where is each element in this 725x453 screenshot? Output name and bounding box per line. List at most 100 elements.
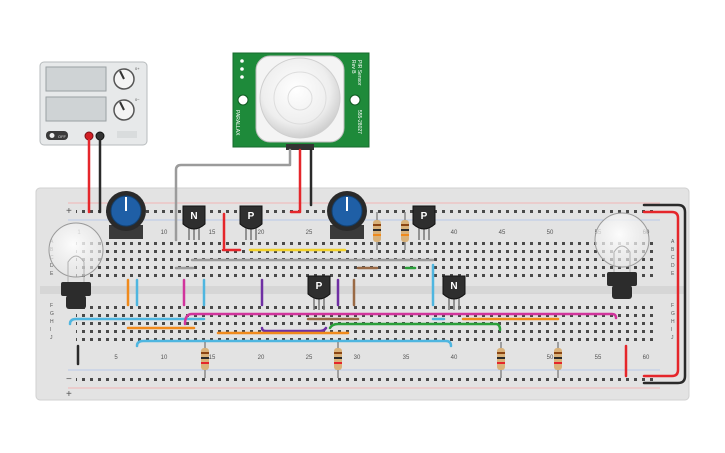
pir-pin-dot-2 bbox=[240, 67, 244, 71]
row-letter-right: B bbox=[671, 247, 675, 253]
transistor-body bbox=[182, 205, 206, 230]
voltage-knob-label: 0+ bbox=[135, 66, 140, 71]
column-number-top: 10 bbox=[161, 230, 168, 236]
resistor-6-band-3 bbox=[554, 362, 562, 364]
column-number-bottom: 10 bbox=[161, 355, 168, 361]
transistor-n[interactable]: N bbox=[182, 205, 206, 240]
wire-pir-vcc[interactable] bbox=[289, 148, 302, 214]
bottom-plus-symbol: + bbox=[66, 389, 72, 400]
resistor-3-band-1 bbox=[201, 352, 209, 354]
row-letter-right: J bbox=[671, 335, 674, 341]
pir-header-pins[interactable] bbox=[286, 144, 314, 150]
lamp-left[interactable] bbox=[48, 222, 104, 309]
current-display bbox=[45, 96, 107, 122]
row-letter-left: G bbox=[50, 311, 54, 317]
resistor-3[interactable] bbox=[201, 342, 209, 378]
pir-fresnel-dome bbox=[259, 57, 341, 139]
bottom-rail-holes[interactable] bbox=[76, 373, 656, 385]
row-letter-right: I bbox=[671, 327, 672, 333]
resistor-2[interactable] bbox=[401, 212, 409, 250]
transistor-body bbox=[442, 275, 466, 300]
transistor-p[interactable]: P bbox=[239, 205, 263, 240]
row-letter-right: A bbox=[671, 239, 675, 245]
row-letter-right: H bbox=[671, 319, 675, 325]
potentiometer-right[interactable] bbox=[327, 191, 367, 239]
column-number-top: 20 bbox=[258, 230, 265, 236]
resistor-1-band-2 bbox=[373, 229, 381, 231]
resistor-5-band-3 bbox=[497, 362, 505, 364]
wire-blue-left[interactable] bbox=[68, 317, 206, 326]
resistor-1-band-3 bbox=[373, 234, 381, 236]
column-number-bottom: 25 bbox=[306, 355, 313, 361]
power-supply[interactable]: 0+ 0− OFF bbox=[39, 61, 148, 146]
column-number-bottom: 55 bbox=[595, 355, 602, 361]
row-letter-right: D bbox=[671, 263, 675, 269]
lamp-right-filament bbox=[613, 245, 631, 273]
transistor-n[interactable]: N bbox=[442, 275, 466, 310]
column-number-top: 40 bbox=[451, 230, 458, 236]
wire-rail-power-bridge[interactable] bbox=[642, 210, 680, 378]
transistor-type-label: P bbox=[421, 211, 428, 222]
lower-terminal-holes[interactable] bbox=[76, 302, 656, 342]
column-number-bottom: 60 bbox=[643, 355, 650, 361]
wire-pir-signal[interactable] bbox=[174, 148, 292, 242]
wire-green-long[interactable] bbox=[328, 322, 502, 332]
pir-part-number: 555-28027 bbox=[356, 110, 362, 134]
resistor-2-band-2 bbox=[401, 229, 409, 231]
pir-pin-dot-1 bbox=[240, 59, 244, 63]
pir-pin-dot-3 bbox=[240, 75, 244, 79]
resistor-6-band-2 bbox=[554, 357, 562, 359]
wire-magenta-long[interactable] bbox=[183, 312, 618, 326]
row-letter-right: E bbox=[671, 271, 675, 277]
transistor-p[interactable]: P bbox=[412, 205, 436, 240]
transistor-body bbox=[239, 205, 263, 230]
row-letter-left: F bbox=[50, 303, 53, 309]
resistors bbox=[201, 212, 562, 378]
lamp-right-base bbox=[607, 272, 637, 286]
lamp-left-socket bbox=[66, 295, 86, 309]
column-number-top: 45 bbox=[499, 230, 506, 236]
column-number-bottom: 40 bbox=[451, 355, 458, 361]
row-letter-right: C bbox=[671, 255, 675, 261]
resistor-3-band-3 bbox=[201, 362, 209, 364]
wire-rail-ground-bridge[interactable] bbox=[642, 203, 687, 385]
current-knob-indicator bbox=[119, 101, 125, 111]
row-letter-left: H bbox=[50, 319, 54, 325]
pir-sensor[interactable]: PIR Sensor Rev B 555-28027 PARALLAX bbox=[232, 52, 370, 150]
column-number-bottom: 5 bbox=[114, 355, 118, 361]
resistor-3-band-2 bbox=[201, 357, 209, 359]
resistor-4-band-1 bbox=[334, 352, 342, 354]
resistor-4-band-2 bbox=[334, 357, 342, 359]
row-letter-left: J bbox=[50, 335, 53, 341]
wires bbox=[68, 138, 687, 385]
wire-purple-curve[interactable] bbox=[260, 326, 328, 333]
row-letter-left: I bbox=[50, 327, 51, 333]
transistor-p[interactable]: P bbox=[307, 275, 331, 310]
column-number-bottom: 15 bbox=[209, 355, 216, 361]
resistor-1[interactable] bbox=[373, 212, 381, 250]
row-letter-left: D bbox=[50, 263, 54, 269]
pir-mount-hole-left bbox=[237, 94, 249, 106]
lamp-right[interactable] bbox=[594, 212, 650, 299]
resistor-5[interactable] bbox=[497, 342, 505, 378]
potentiometer-left[interactable] bbox=[106, 191, 146, 239]
breadboard[interactable]: + − + bbox=[35, 187, 690, 401]
top-plus-symbol: + bbox=[66, 206, 72, 217]
resistor-4[interactable] bbox=[334, 342, 342, 378]
lamp-right-socket bbox=[612, 285, 632, 299]
transistor-type-label: N bbox=[450, 281, 457, 292]
row-letter-left: E bbox=[50, 271, 54, 277]
power-switch-label: OFF bbox=[58, 134, 67, 139]
wire-blue-bottom-long[interactable] bbox=[135, 339, 453, 348]
resistor-6-band-1 bbox=[554, 352, 562, 354]
pir-mount-hole-right bbox=[349, 94, 361, 106]
transistor-body bbox=[412, 205, 436, 230]
column-number-top: 50 bbox=[547, 230, 554, 236]
transistor-type-label: P bbox=[248, 211, 255, 222]
lamp-left-glass bbox=[48, 222, 104, 278]
resistor-6[interactable] bbox=[554, 342, 562, 378]
upper-terminal-holes[interactable] bbox=[76, 238, 656, 278]
voltage-knob-indicator bbox=[119, 70, 125, 80]
column-number-bottom: 30 bbox=[354, 355, 361, 361]
